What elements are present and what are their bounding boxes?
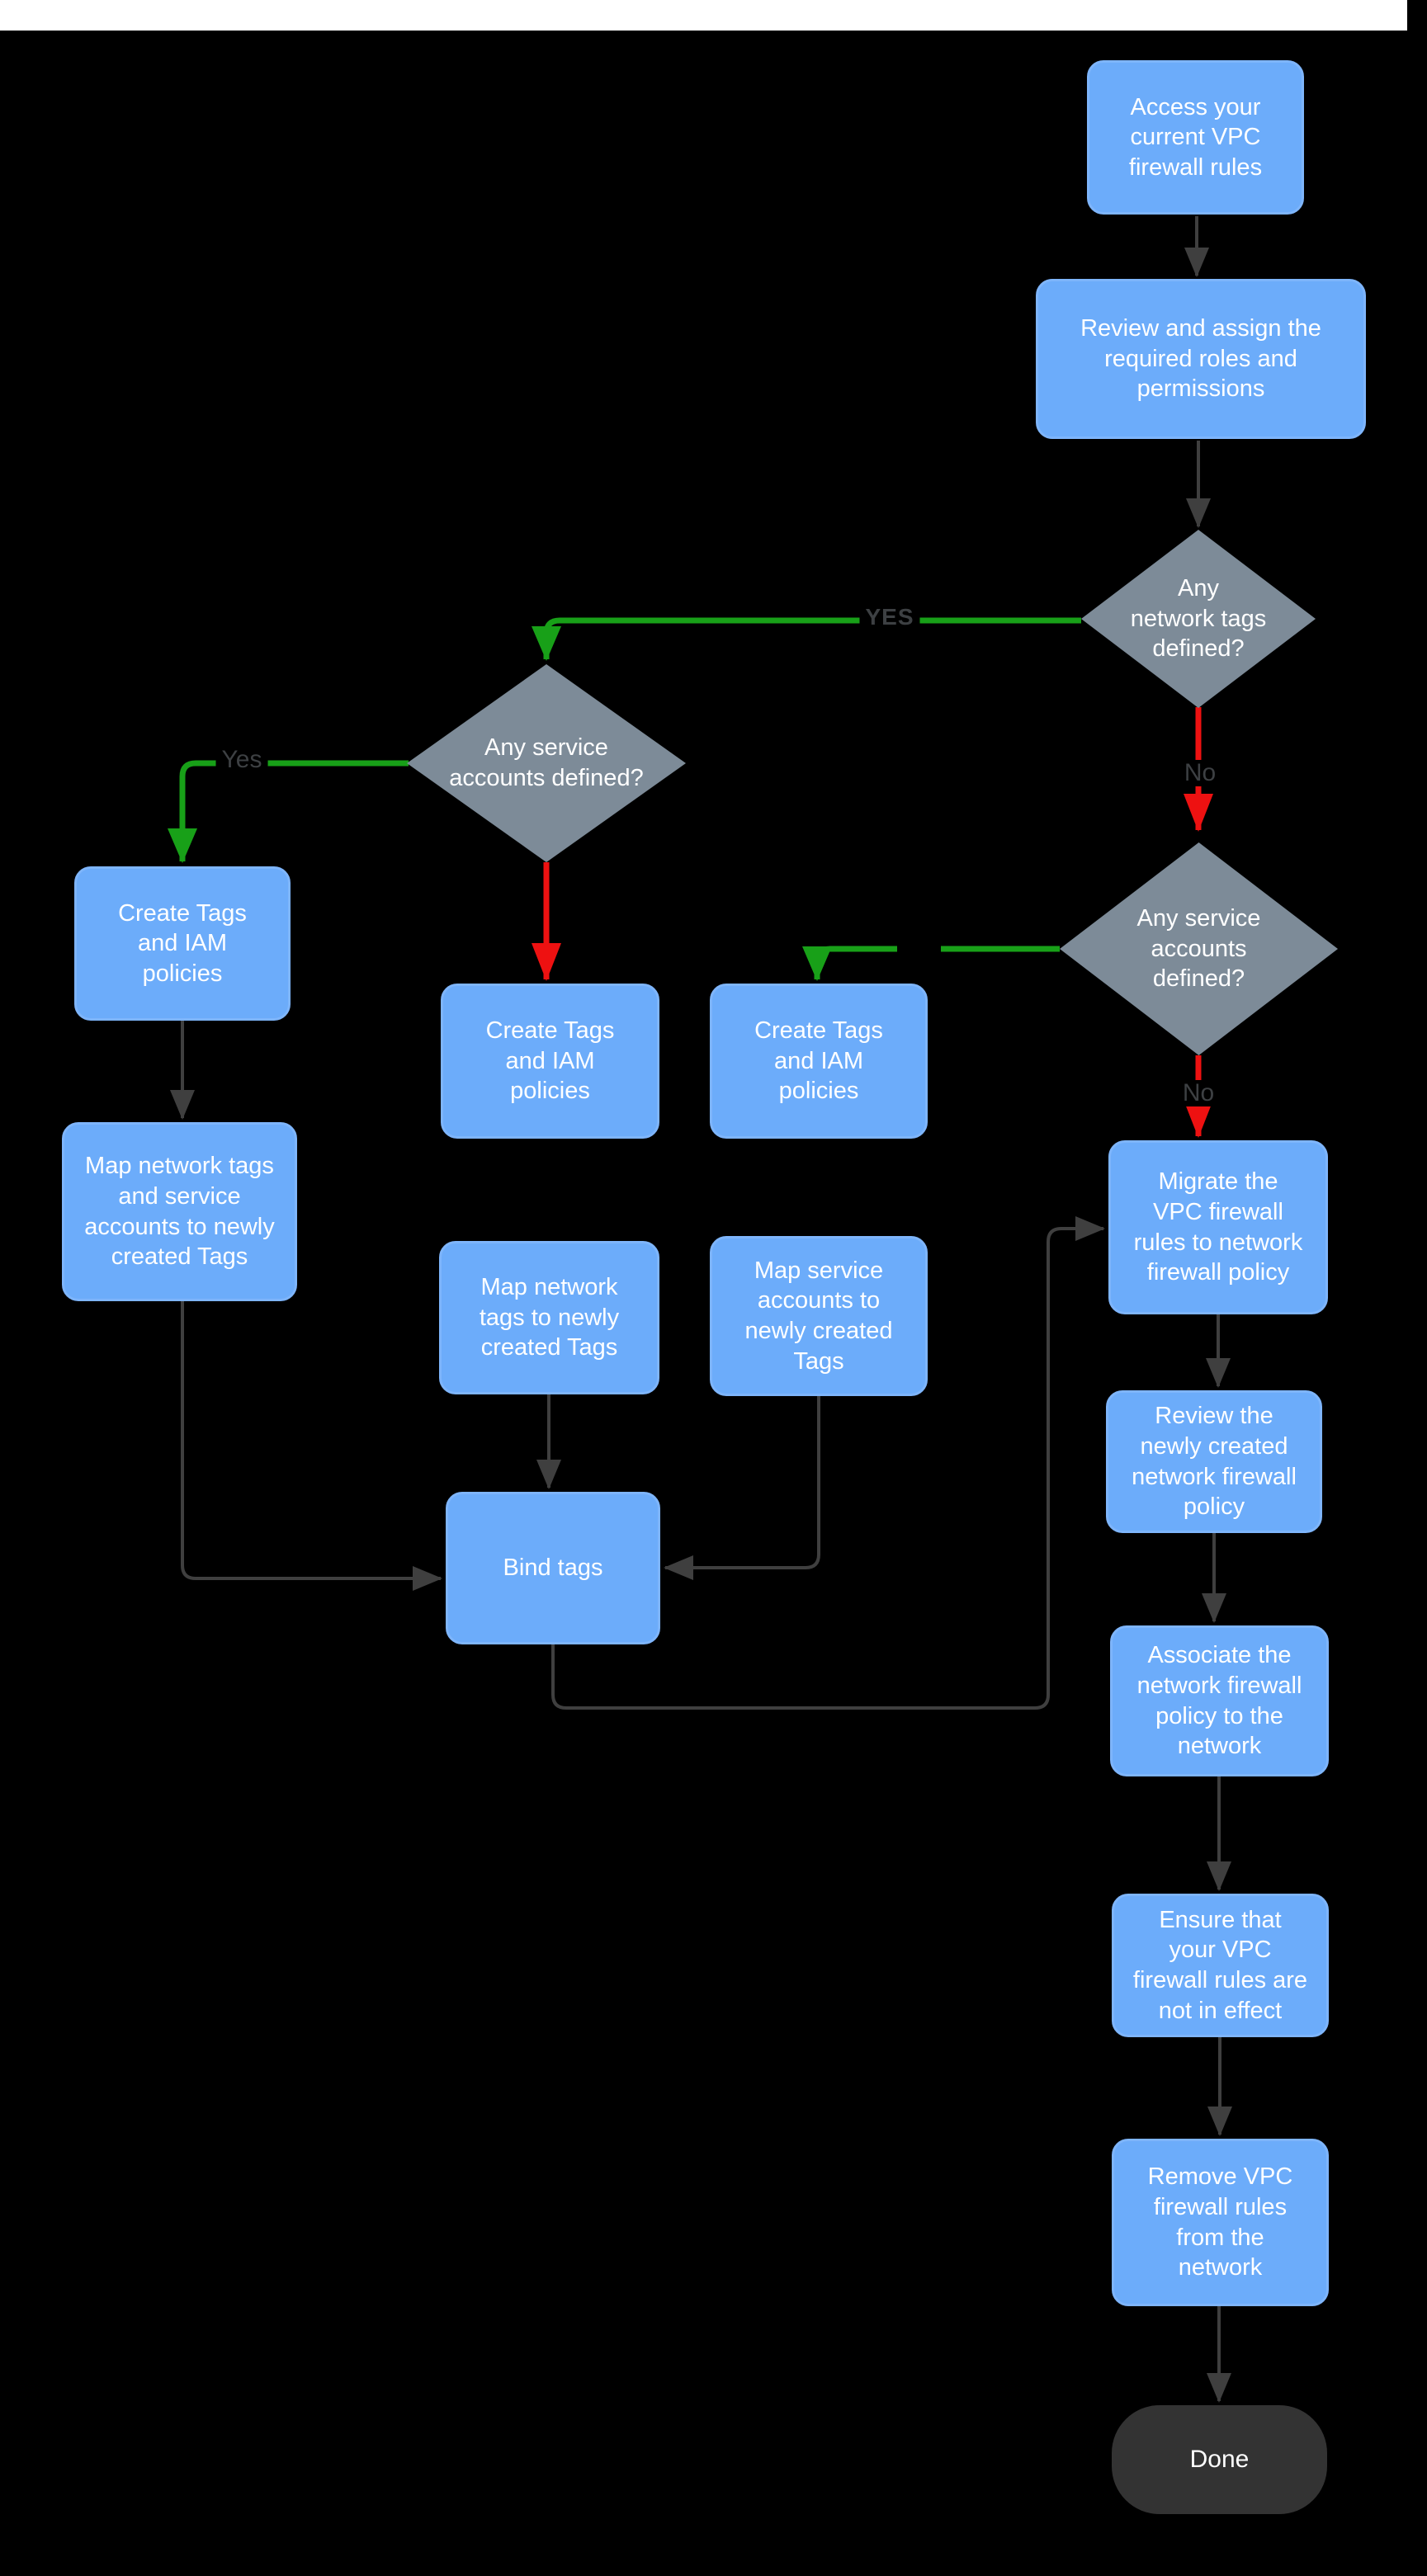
edge-label-service-right-no: No [1176, 1080, 1221, 1106]
node-map-both: Map network tags and service accounts to… [62, 1122, 297, 1301]
edge-bind-to-migrate [551, 1216, 1105, 1710]
edge-label-network-tags-no: No [1178, 760, 1222, 786]
node-create-tags-3: Create Tags and IAM policies [710, 984, 928, 1139]
edge-map-service-to-bind [664, 1396, 820, 1580]
edge-network-tags-yes [532, 617, 1081, 661]
node-create-tags-2: Create Tags and IAM policies [441, 984, 659, 1139]
edge-service-right-yes-b [802, 946, 897, 981]
node-create-tags-1: Create Tags and IAM policies [74, 866, 291, 1021]
node-migrate: Migrate the VPC firewall rules to networ… [1108, 1140, 1328, 1314]
edge-label-service-left-yes: Yes [215, 747, 268, 773]
node-access: Access your current VPC firewall rules [1087, 60, 1304, 215]
node-associate: Associate the network firewall policy to… [1110, 1625, 1329, 1776]
edge-label-network-tags-yes: YES [859, 605, 920, 630]
node-review-policy: Review the newly created network firewal… [1106, 1390, 1322, 1533]
node-done: Done [1112, 2405, 1327, 2514]
node-map-network-tags: Map network tags to newly created Tags [439, 1241, 659, 1394]
node-bind-tags: Bind tags [446, 1492, 660, 1644]
edge-map-both-to-bind [181, 1301, 442, 1591]
edge-service-left-yes [168, 760, 409, 863]
node-ensure: Ensure that your VPC firewall rules are … [1112, 1894, 1329, 2037]
node-map-service-accounts: Map service accounts to newly created Ta… [710, 1236, 928, 1396]
node-remove: Remove VPC firewall rules from the netwo… [1112, 2139, 1329, 2306]
top-white-bar [0, 0, 1407, 31]
node-review-roles: Review and assign the required roles and… [1036, 279, 1366, 439]
